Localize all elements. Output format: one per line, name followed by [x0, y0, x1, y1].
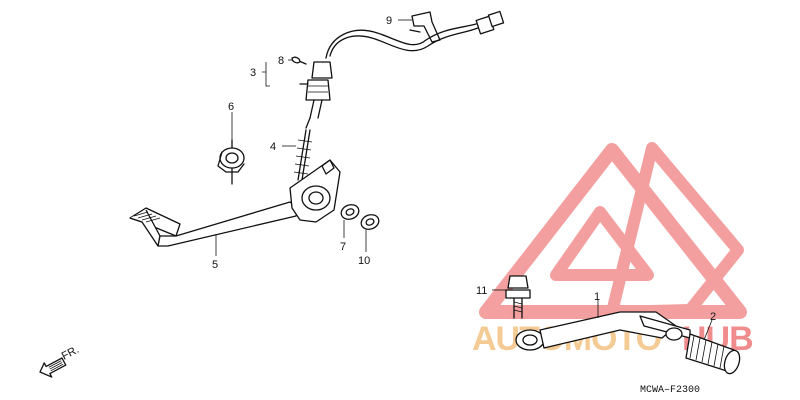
callout-9: 9 — [386, 15, 392, 27]
callout-3: 3 — [250, 67, 256, 79]
callout-8: 8 — [278, 55, 284, 67]
watermark-logo — [479, 142, 747, 319]
part-3-stop-switch — [299, 61, 333, 119]
leader-lines — [215, 19, 713, 341]
callout-2: 2 — [710, 311, 716, 323]
part-10-clip — [360, 214, 380, 230]
callout-10: 10 — [358, 255, 370, 267]
part-6-return-spring — [217, 139, 245, 185]
callout-7: 7 — [340, 241, 346, 253]
part-4-spring — [293, 117, 313, 181]
part-11-bolt — [505, 275, 531, 319]
part-2-rubber-peg — [685, 333, 741, 375]
part-8-pin — [291, 56, 307, 65]
part-1-gearshift-arm — [515, 311, 691, 351]
callout-4: 4 — [270, 141, 276, 153]
callout-5: 5 — [212, 259, 218, 271]
callout-11: 11 — [476, 285, 487, 297]
stop-switch-cable — [325, 10, 505, 59]
front-direction-arrow — [39, 357, 67, 378]
part-7-washer — [340, 204, 360, 220]
figure-code: MCWA–F2300 — [640, 385, 700, 396]
callout-6: 6 — [228, 101, 234, 113]
part-9-clamp — [409, 11, 441, 43]
direction-label: FR. — [60, 344, 81, 363]
part-5-brake-pedal — [129, 159, 341, 247]
callout-1: 1 — [594, 291, 600, 303]
